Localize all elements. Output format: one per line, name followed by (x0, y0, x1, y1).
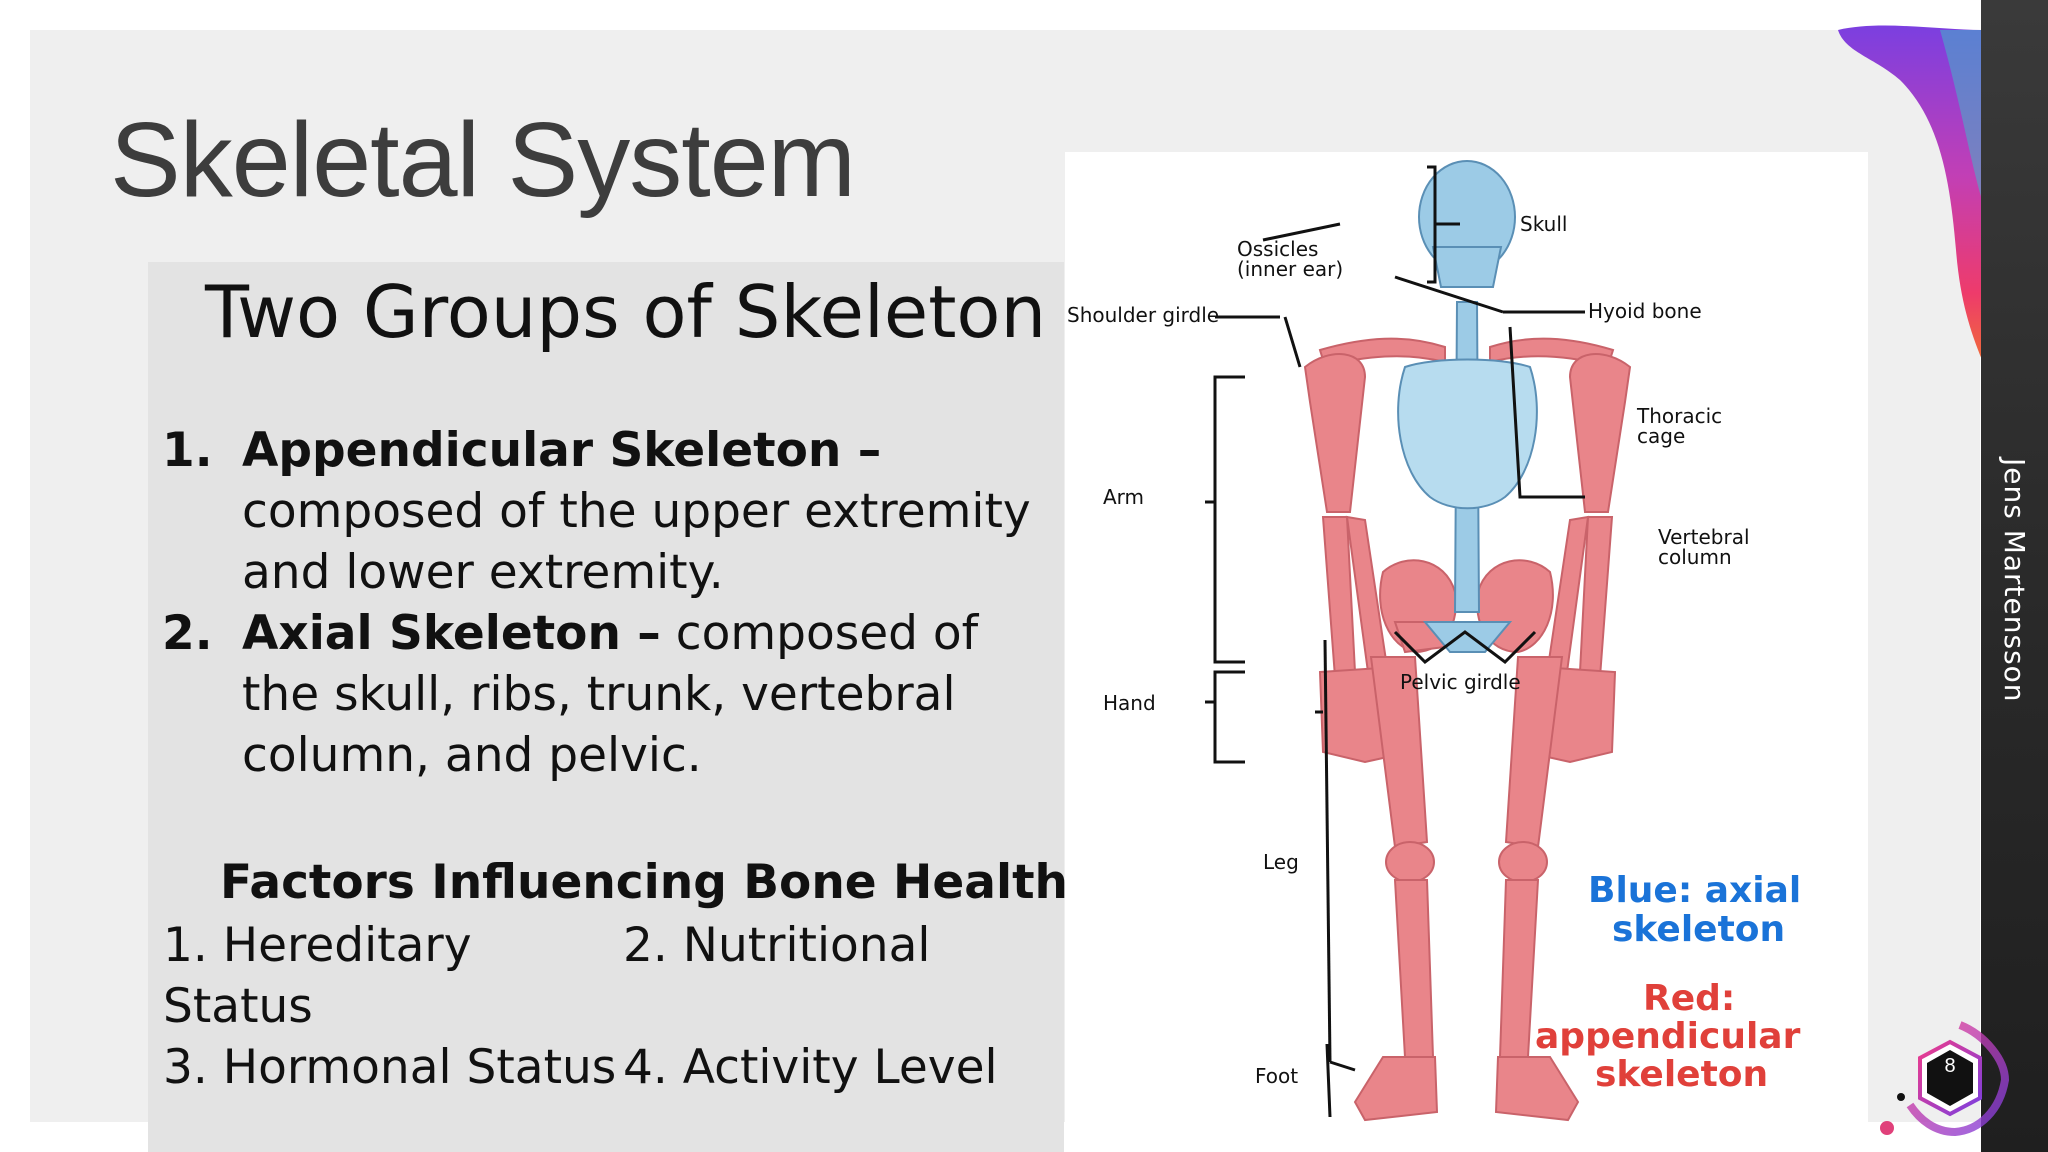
slide-title: Skeletal System (110, 101, 856, 219)
factors-grid: 1. Hereditary Status 2. Nutritional 3. H… (163, 915, 1063, 1098)
list-item-number: 1. (162, 423, 213, 478)
legend-blue-line2: skeleton (1612, 909, 1785, 950)
skeleton-diagram: Skull Ossicles (inner ear) Shoulder gird… (1065, 152, 1868, 1152)
factor-item: 2. Nutritional (623, 918, 931, 973)
list-item-desc: composed of the upper extremity and lowe… (242, 484, 1031, 600)
label-lines (1205, 165, 1585, 1118)
page-number-badge (1880, 1021, 2010, 1137)
list-item-text: Axial Skeleton – composed of the skull, … (242, 603, 1062, 786)
label-vertebral-sub: column (1658, 545, 1732, 569)
list-item-text: Appendicular Skeleton – composed of the u… (242, 420, 1062, 603)
axial-bones (1397, 160, 1538, 653)
list-item: 1. Appendicular Skeleton – composed of th… (162, 420, 1062, 603)
list-item: 2. Axial Skeleton – composed of the skul… (162, 603, 1062, 786)
label-thoracic: Thoracic (1636, 404, 1722, 428)
diagram-labels: Skull Ossicles (inner ear) Shoulder gird… (1067, 212, 1750, 1088)
list-item-number: 2. (162, 606, 213, 661)
label-thoracic-sub: cage (1637, 424, 1685, 448)
author-name: Jens Martensson (1998, 457, 2031, 703)
label-pelvic-girdle: Pelvic girdle (1400, 670, 1521, 694)
label-ossicles-sub: (inner ear) (1237, 257, 1343, 281)
list-item-desc: composed of the skull, ribs, trunk, vert… (242, 606, 979, 783)
factor-item: 4. Activity Level (623, 1040, 998, 1095)
skeleton-groups-list: 1. Appendicular Skeleton – composed of th… (162, 420, 1062, 786)
label-ossicles: Ossicles (1237, 237, 1318, 261)
legend-red-line1: Red: (1643, 978, 1735, 1019)
factors-heading: Factors Influencing Bone Health (220, 855, 1068, 910)
content-panel (148, 262, 1064, 1152)
page-number: 8 (1944, 1054, 1956, 1077)
label-hand: Hand (1103, 691, 1156, 715)
appendicular-bones (1303, 337, 1632, 1122)
label-arm: Arm (1103, 485, 1144, 509)
list-item-lead: Axial Skeleton – (242, 606, 661, 661)
factor-item: 3. Hormonal Status (163, 1040, 617, 1095)
list-item-lead: Appendicular Skeleton – (242, 423, 882, 478)
label-hyoid: Hyoid bone (1588, 299, 1702, 323)
legend-red-line3: skeleton (1595, 1054, 1768, 1095)
label-leg: Leg (1263, 850, 1299, 874)
legend-blue-line1: Blue: axial (1588, 870, 1801, 911)
right-sidebar-bar (1981, 0, 2048, 1152)
label-vertebral: Vertebral (1658, 525, 1750, 549)
legend-red-line2: appendicular (1535, 1016, 1801, 1057)
label-foot: Foot (1255, 1064, 1298, 1088)
color-legend: Blue: axial skeleton Red: appendicular s… (1535, 870, 1801, 1095)
content-subtitle: Two Groups of Skeleton (205, 270, 1047, 354)
factor-item: 1. Hereditary Status (163, 918, 472, 1034)
label-shoulder-girdle: Shoulder girdle (1067, 303, 1219, 327)
label-skull: Skull (1520, 212, 1567, 236)
decorative-gradient-shape (1838, 25, 1982, 361)
